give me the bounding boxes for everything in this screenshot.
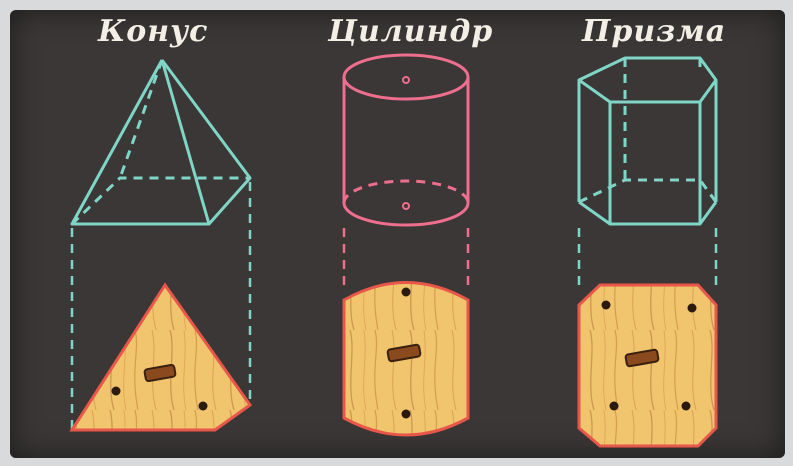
prism-hole — [610, 402, 619, 411]
prism-wood-part — [579, 285, 716, 446]
prism-hole — [682, 402, 691, 411]
prism-wireframe — [579, 58, 716, 224]
prism-hole — [688, 304, 697, 313]
cylinder-wood-part — [344, 283, 468, 436]
cylinder-projection-lines — [344, 228, 468, 285]
solids-drawing — [10, 10, 785, 458]
cone-hole — [199, 402, 208, 411]
cylinder-wireframe — [344, 55, 468, 225]
cone-hole — [112, 387, 121, 396]
cone-wood-part — [72, 285, 250, 430]
cone-wireframe — [72, 60, 250, 224]
prism-projection-lines — [579, 228, 716, 285]
blackboard-illustration: Конус Цилиндр Призма — [10, 10, 785, 458]
cylinder-hole — [402, 288, 411, 297]
prism-hole — [602, 301, 611, 310]
cylinder-hole — [402, 410, 411, 419]
